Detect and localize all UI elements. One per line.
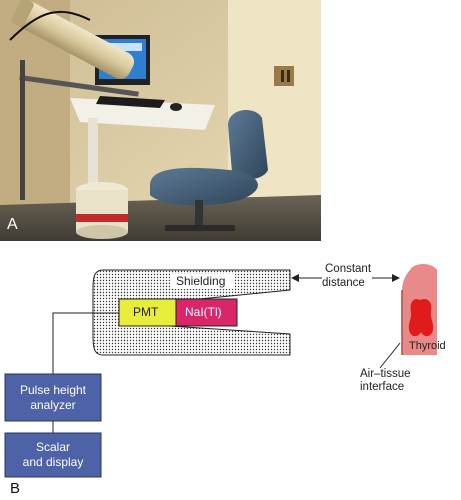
scalar-label-line1: Scalar	[35, 440, 70, 454]
scalar-display-label: Scalar and display	[5, 440, 101, 470]
pmt-label: PMT	[133, 305, 159, 319]
air-tissue-label-1: Air–tissue	[360, 368, 411, 380]
pulse-height-label-line1: Pulse height	[19, 383, 87, 397]
pulse-height-label-line2: analyzer	[30, 398, 76, 412]
thyroid-label: Thyroid	[409, 340, 446, 352]
thyroid-uptake-probe-photo	[0, 0, 321, 241]
air-tissue-label-2: interface	[360, 381, 405, 393]
nai-label: NaI(Tl)	[185, 305, 222, 319]
pulse-height-analyzer-label: Pulse height analyzer	[5, 383, 101, 413]
constant-distance-label-2: distance	[322, 277, 365, 289]
photo-panel-a: A	[0, 0, 321, 241]
shielding-label: Shielding	[176, 274, 226, 288]
nai-crystal-block	[175, 298, 238, 327]
shielding-label-bg	[170, 274, 235, 289]
shielding-body	[92, 269, 291, 356]
pulse-height-analyzer-box	[4, 373, 102, 422]
scalar-label-line2: and display	[22, 455, 84, 469]
scalar-display-box	[4, 432, 102, 478]
signal-cable	[52, 312, 119, 374]
constant-distance-label-1: Constant	[325, 263, 372, 275]
panel-b-label: B	[10, 480, 21, 497]
panel-a-label: A	[7, 216, 18, 233]
interface-pointer	[379, 342, 401, 369]
thyroid-gland	[408, 299, 434, 337]
